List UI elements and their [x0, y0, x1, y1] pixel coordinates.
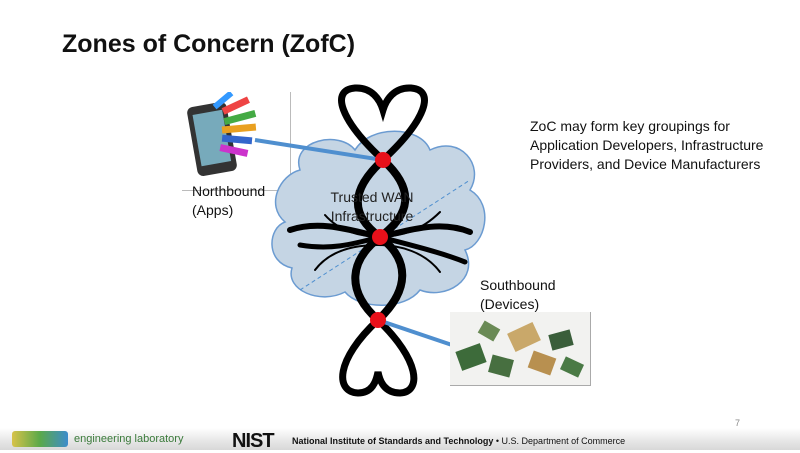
department: U.S. Department of Commerce	[501, 436, 626, 446]
el-logo	[12, 431, 68, 447]
separator: •	[495, 436, 500, 446]
north-connector	[254, 138, 384, 162]
node-south	[370, 312, 386, 328]
northbound-label: Northbound (Apps)	[192, 182, 265, 220]
nist-tagline: National Institute of Standards and Tech…	[292, 436, 625, 446]
diagram	[254, 84, 486, 397]
lab-name: engineering laboratory	[74, 433, 184, 445]
southbound-subtitle: (Devices)	[480, 296, 540, 312]
page-number: 7	[735, 418, 741, 428]
cloud-label: Trusted WAN Infrastructure	[312, 188, 432, 226]
devices-image	[450, 312, 591, 386]
southbound-label: Southbound (Devices)	[480, 276, 556, 314]
nist-logo: NIST	[232, 430, 275, 452]
node-north	[375, 152, 391, 168]
footer-bar	[0, 428, 800, 450]
zoc-note: ZoC may form key groupings for Applicati…	[530, 118, 764, 172]
northbound-title: Northbound	[192, 183, 266, 199]
cloud-label-line2: Infrastructure	[330, 208, 414, 224]
cloud-label-line1: Trusted WAN	[330, 189, 414, 205]
slide-title: Zones of Concern (ZofC)	[62, 30, 356, 58]
node-middle	[372, 229, 388, 245]
phone-apps-image	[182, 90, 291, 191]
nist-name: National Institute of Standards and Tech…	[292, 436, 494, 446]
northbound-subtitle: (Apps)	[192, 202, 234, 218]
south-connector	[377, 318, 453, 347]
southbound-title: Southbound	[480, 277, 556, 293]
